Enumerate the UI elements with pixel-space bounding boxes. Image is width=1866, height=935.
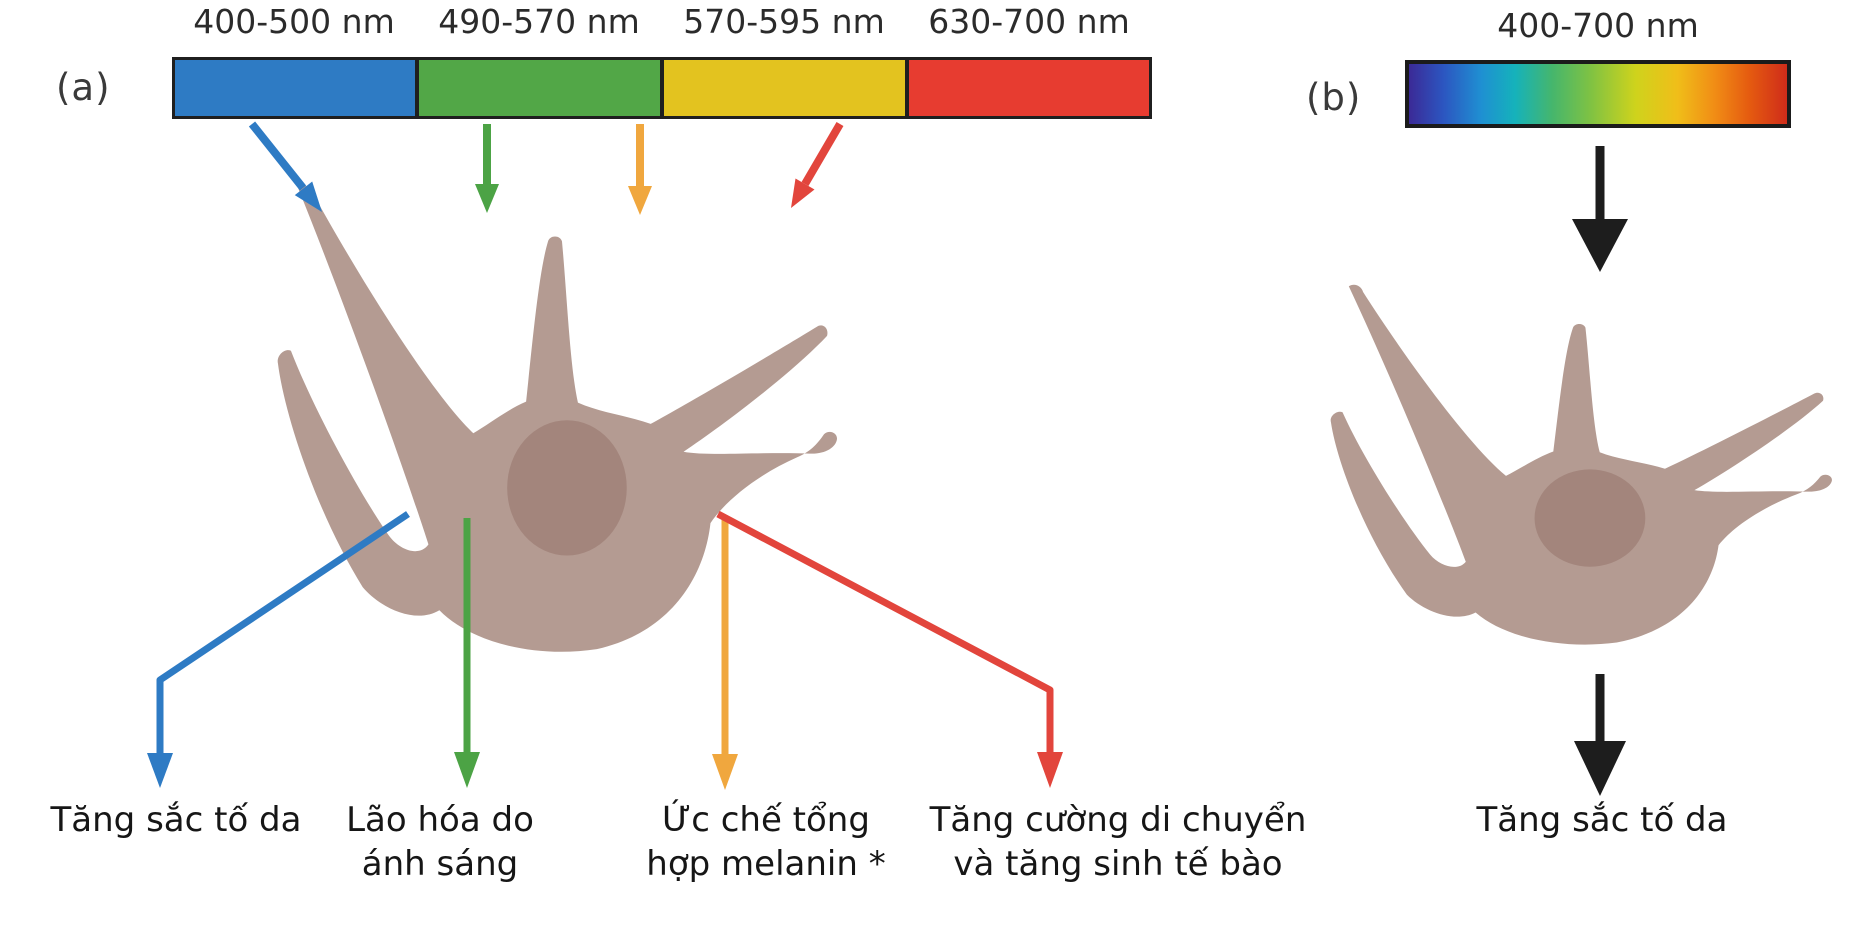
melanocyte-cell-a <box>277 185 838 652</box>
bar-segment-green <box>417 57 662 119</box>
wavelength-label-yellow: 570-595 nm <box>683 2 885 41</box>
wavelength-label-full-spectrum: 400-700 nm <box>1497 6 1699 45</box>
effect-label-orange: Ức chế tổng hợp melanin * <box>646 798 885 886</box>
cell-body-a <box>277 185 838 652</box>
wavelength-color-bar <box>172 57 1152 119</box>
effect-label-line: Lão hóa do <box>346 800 534 840</box>
blue-effect-arrow-icon <box>147 511 410 788</box>
blue-short-arrow-icon <box>248 121 322 212</box>
green-short-arrow-icon <box>475 124 499 213</box>
effect-label-line: ánh sáng <box>361 844 519 884</box>
effect-label-red: Tăng cường di chuyển và tăng sinh tế bào <box>930 798 1307 886</box>
cell-nucleus-a <box>507 420 627 556</box>
panel-a-label: (a) <box>56 66 111 109</box>
black-bottom-arrow-icon <box>1574 674 1626 796</box>
black-top-arrow-icon <box>1572 146 1628 272</box>
effect-label-blue: Tăng sắc tố da <box>51 798 302 842</box>
bar-segment-yellow <box>662 57 907 119</box>
full-spectrum-bar <box>1405 60 1791 128</box>
effect-label-line: Tăng sắc tố da <box>1476 800 1728 840</box>
panel-b-label: (b) <box>1306 76 1362 119</box>
orange-short-arrow-icon <box>628 124 652 215</box>
effect-label-line: hợp melanin * <box>646 844 886 884</box>
effect-label-green: Lão hóa do ánh sáng <box>346 798 534 886</box>
bar-segment-red <box>907 57 1152 119</box>
green-effect-arrow-icon <box>454 518 480 788</box>
effect-label-line: Ức chế tổng <box>662 800 870 840</box>
cell-nucleus-b <box>1534 469 1646 567</box>
effect-label-line: Tăng cường di chuyển <box>929 800 1307 840</box>
effect-label-full-spectrum: Tăng sắc tố da <box>1477 798 1728 842</box>
red-effect-arrow-icon <box>716 510 1063 788</box>
wavelength-label-green: 490-570 nm <box>438 2 640 41</box>
melanocyte-cell-b <box>1330 284 1832 645</box>
orange-effect-arrow-icon <box>712 518 738 790</box>
red-short-arrow-icon <box>791 121 844 208</box>
wavelength-label-blue: 400-500 nm <box>193 2 395 41</box>
effect-label-line: và tăng sinh tế bào <box>953 844 1283 884</box>
cell-body-b <box>1330 284 1832 645</box>
wavelength-label-red: 630-700 nm <box>928 2 1130 41</box>
effect-label-line: Tăng sắc tố da <box>50 800 302 840</box>
bar-segment-blue <box>172 57 417 119</box>
